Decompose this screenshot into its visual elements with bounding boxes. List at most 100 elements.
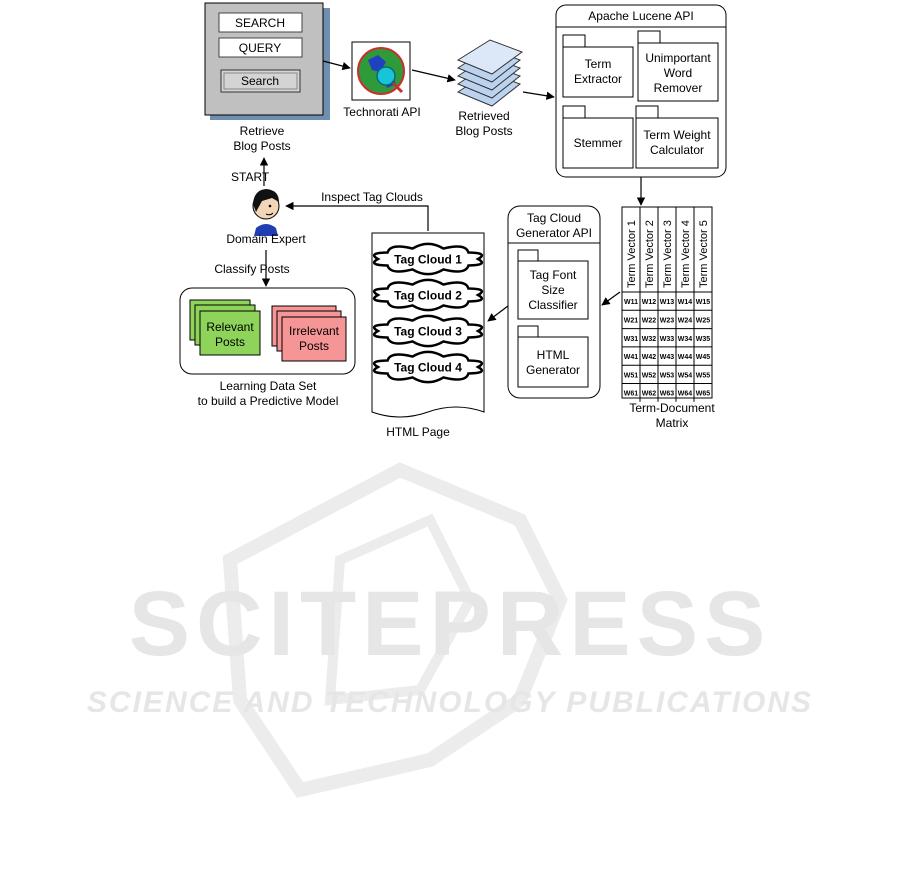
matrix-frame	[621, 206, 713, 399]
matrix-cell: W52	[642, 372, 657, 379]
tag-generator-title-1: Tag Cloud	[527, 211, 581, 225]
word-remover-line-1: Unimportant	[645, 51, 711, 65]
retrieved-caption-1: Retrieved	[458, 109, 509, 123]
tag-generator-title-2: Generator API	[516, 226, 592, 240]
relevant-posts-stack: Relevant Posts	[189, 299, 261, 356]
tag-cloud-label: Tag Cloud 2	[394, 289, 462, 303]
arrow-posts-to-lucene	[522, 91, 555, 100]
matrix-cell: W22	[642, 317, 657, 324]
irrelevant-posts-stack: Irrelevant Posts	[271, 305, 347, 362]
stemmer-line-1: Stemmer	[574, 136, 623, 150]
term-extractor-module	[562, 46, 634, 98]
tag-cloud-label: Tag Cloud 4	[394, 361, 462, 375]
tag-cloud-generator-api: Tag Cloud Generator API Tag Font Size Cl…	[507, 205, 601, 399]
term-weight-module	[635, 117, 719, 169]
term-weight-line-1: Term Weight	[643, 128, 711, 142]
matrix-cell: W21	[624, 317, 639, 324]
matrix-cell: W25	[696, 317, 711, 324]
tag-clouds: Tag Cloud 1 Tag Cloud 2 Tag Cloud 3 Tag Clo…	[372, 242, 484, 384]
irrelevant-line-2: Posts	[299, 339, 329, 353]
irrelevant-line-1: Irrelevant	[289, 324, 340, 338]
word-remover-line-2: Word	[664, 66, 692, 80]
arrow-html-to-expert	[285, 201, 429, 231]
matrix-cell: W13	[660, 299, 675, 306]
search-input-text: SEARCH	[235, 16, 285, 30]
matrix-cell: W24	[678, 317, 693, 324]
relevant-line-1: Relevant	[206, 320, 254, 334]
retrieve-caption-2: Blog Posts	[233, 139, 290, 153]
classify-label: Classify Posts	[214, 262, 289, 276]
matrix-cell: W62	[642, 391, 657, 398]
matrix-cell: W12	[642, 299, 657, 306]
matrix-cell: W55	[696, 372, 711, 379]
classifier-line-1: Tag Font	[530, 268, 577, 282]
domain-expert: START Domain Expert Inspect Tag Clouds C…	[214, 170, 423, 276]
matrix-cell: W35	[696, 336, 711, 343]
relevant-line-2: Posts	[215, 335, 245, 349]
tag-cloud: Tag Cloud 3	[372, 314, 484, 348]
search-button-label: Search	[241, 74, 279, 88]
matrix-header: Term Vector 2	[644, 220, 656, 288]
inspect-label: Inspect Tag Clouds	[321, 190, 423, 204]
lucene-title: Apache Lucene API	[588, 9, 693, 23]
tag-cloud-label: Tag Cloud 3	[394, 325, 462, 339]
html-generator-line-2: Generator	[526, 363, 580, 377]
lucene-api: Apache Lucene API Term Extractor Unimpor…	[555, 4, 727, 178]
matrix-cell: W32	[642, 336, 657, 343]
html-generator-line-1: HTML	[537, 348, 570, 362]
watermark: SCITEPRESS SCIENCE AND TECHNOLOGY PUBLIC…	[87, 462, 813, 798]
matrix-cell: W45	[696, 354, 711, 361]
matrix-header: Term Vector 5	[698, 220, 710, 288]
matrix-cell: W43	[660, 354, 675, 361]
matrix-cell: W64	[678, 391, 693, 398]
classifier-line-2: Size	[541, 283, 565, 297]
term-extractor-line-2: Extractor	[574, 72, 622, 86]
matrix-cell: W54	[678, 372, 693, 379]
arrow-technorati-to-posts	[411, 69, 456, 83]
tag-cloud: Tag Cloud 4	[372, 350, 484, 384]
watermark-title: SCITEPRESS	[129, 573, 772, 675]
matrix-cell: W63	[660, 391, 675, 398]
matrix-header: Term Vector 3	[662, 220, 674, 288]
expert-name: Domain Expert	[226, 232, 306, 246]
search-input[interactable]	[218, 12, 303, 33]
html-page: Tag Cloud 1 Tag Cloud 2 Tag Cloud 3 Tag Clo…	[371, 232, 485, 439]
matrix-cell: W61	[624, 391, 639, 398]
tag-cloud: Tag Cloud 1	[372, 242, 484, 276]
matrix-cell: W23	[660, 317, 675, 324]
learning-caption-2: to build a Predictive Model	[198, 394, 339, 408]
query-input[interactable]	[218, 37, 303, 58]
retrieved-caption-2: Blog Posts	[455, 124, 512, 138]
classifier-line-3: Classifier	[528, 298, 577, 312]
arrow-search-to-technorati	[322, 60, 351, 71]
font-size-classifier-module	[517, 260, 589, 320]
watermark-subtitle: SCIENCE AND TECHNOLOGY PUBLICATIONS	[87, 686, 813, 719]
matrix-caption-2: Matrix	[656, 416, 689, 430]
person-icon	[252, 189, 280, 236]
term-weight-line-2: Calculator	[650, 143, 704, 157]
matrix-cell: W44	[678, 354, 693, 361]
tag-cloud: Tag Cloud 2	[372, 278, 484, 312]
flow-arrows	[259, 60, 646, 322]
word-remover-module	[637, 42, 719, 102]
learning-data-set: Relevant Posts Irrelevant Posts Learning…	[179, 287, 356, 408]
matrix-cell: W34	[678, 336, 693, 343]
technorati-api: Technorati API	[343, 41, 421, 119]
tag-cloud-label: Tag Cloud 1	[394, 253, 462, 267]
arrow-generator-to-html	[487, 305, 509, 322]
search-button[interactable]	[220, 69, 301, 93]
matrix-caption-1: Term-Document	[629, 401, 715, 415]
technorati-label: Technorati API	[343, 105, 420, 119]
matrix-cell: W31	[624, 336, 639, 343]
word-remover-line-3: Remover	[654, 81, 703, 95]
learning-caption-1: Learning Data Set	[220, 379, 317, 393]
arrow-matrix-to-generator	[601, 291, 621, 306]
matrix-cell: W51	[624, 372, 639, 379]
html-page-caption: HTML Page	[386, 425, 450, 439]
matrix-cell: W53	[660, 372, 675, 379]
matrix-cell: W11	[624, 299, 638, 306]
matrix-cell: W14	[678, 299, 693, 306]
